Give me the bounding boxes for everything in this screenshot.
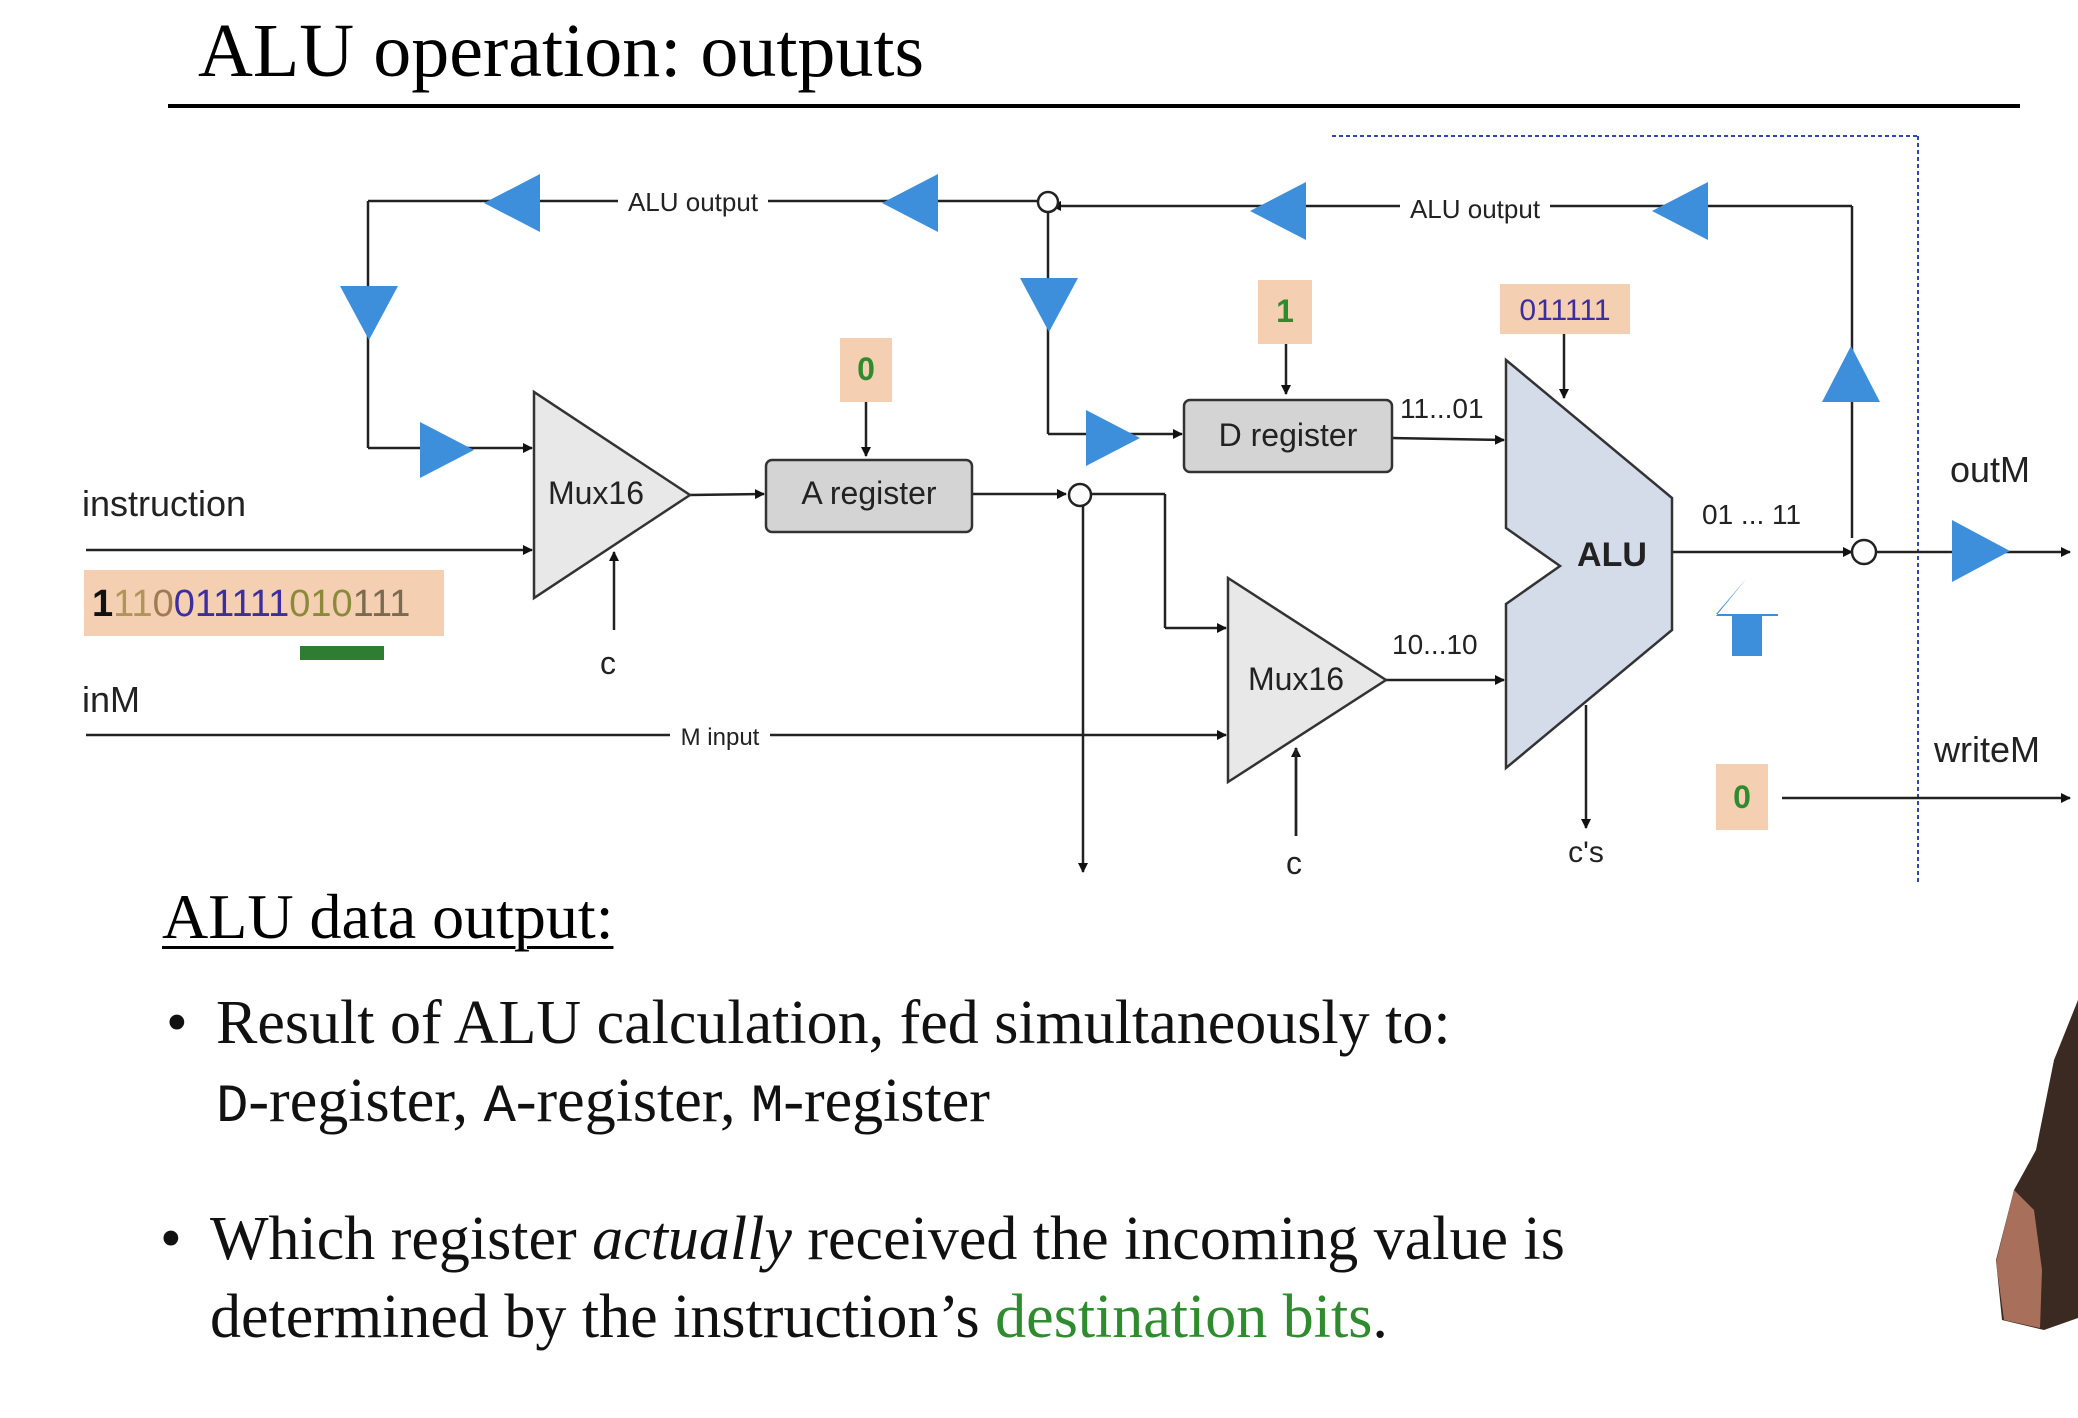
write-m-box: 0	[1716, 764, 1768, 830]
bullet-2-line-1: Which register actually received the inc…	[210, 1205, 1565, 1273]
title-rule	[168, 104, 2020, 108]
instruction-label: instruction	[82, 483, 246, 524]
flow-arrow-down-b	[1020, 278, 1078, 332]
alu-input-wires	[861, 334, 1591, 836]
flow-arrow-right-a	[420, 422, 474, 478]
flow-arrow-down-a	[340, 286, 398, 340]
a-register-label: A register	[801, 475, 937, 511]
flow-arrow-right-b	[1086, 410, 1140, 466]
flow-arrow-up-alu	[1716, 578, 1778, 656]
destination-bits-underline	[300, 646, 384, 660]
writeM-label: writeM	[1933, 729, 2040, 770]
destination-bits-text: destination bits	[995, 1283, 1373, 1351]
svg-text:ALU output: ALU output	[628, 187, 759, 217]
bullet-2: • Which register actually received the i…	[160, 1200, 1565, 1356]
a-bit: 0	[153, 583, 174, 625]
write-m-value: 0	[1733, 779, 1751, 815]
flow-arrow-up-out	[1822, 346, 1880, 402]
flow-arrow-left-b	[882, 174, 938, 232]
flow-arrow-right-out	[1952, 520, 2010, 582]
mux2-label: Mux16	[1248, 661, 1344, 697]
bullet-1-line-1: Result of ALU calculation, fed simultane…	[216, 989, 1451, 1057]
flow-arrows	[340, 174, 2010, 656]
inM-label: inM	[82, 679, 140, 720]
c-label-1: c	[600, 645, 616, 681]
alu-control-value: 011111	[1519, 294, 1610, 327]
bullet-1-line-2: D-register, A-register, M-register	[216, 1067, 990, 1138]
svg-text:1110011111010111: 1110011111010111	[92, 583, 410, 625]
outM-label: outM	[1950, 449, 2030, 490]
alu-label: ALU	[1577, 536, 1647, 574]
d-load-value: 1	[1276, 293, 1294, 329]
mux16-input: Mux16	[532, 389, 693, 601]
d-register: D register	[1182, 398, 1394, 474]
comp-bits: 011111	[174, 583, 290, 625]
a-register-wires	[689, 489, 1227, 873]
junction-a	[1067, 482, 1093, 508]
unused-bits: 11	[113, 583, 152, 625]
bullet-dot: •	[166, 989, 188, 1057]
wire-labels: instruction inM outM writeM c c c's 11..…	[82, 393, 2040, 881]
flow-arrow-left-a	[484, 174, 540, 232]
opcode-bit: 1	[92, 583, 113, 625]
alu-output-label-left: ALU output	[618, 186, 768, 217]
a-load-box: 0	[840, 338, 892, 402]
c-label-2: c	[1286, 845, 1302, 881]
junction-top	[1036, 190, 1060, 214]
slide-title: ALU operation: outputs	[198, 9, 925, 93]
jump-bits: 111	[353, 583, 411, 625]
d-load-box: 1	[1258, 280, 1312, 344]
a-load-value: 0	[857, 351, 875, 387]
bullet-1: • Result of ALU calculation, fed simulta…	[166, 984, 1451, 1147]
bus-alu-out-label: 01 ... 11	[1702, 499, 1801, 530]
presenter-silhouette	[1996, 1000, 2078, 1330]
mux1-label: Mux16	[548, 475, 644, 511]
mux16-alu: Mux16	[1226, 575, 1389, 785]
a-register: A register	[764, 458, 974, 534]
dest-bits: 010	[289, 583, 352, 625]
svg-text:ALU output: ALU output	[1410, 194, 1541, 224]
alu-control-box: 011111	[1500, 284, 1630, 334]
m-input-label: M input	[670, 722, 770, 751]
bus-d-alu-label: 11...01	[1400, 393, 1484, 424]
flow-arrow-left-d	[1652, 182, 1708, 240]
flow-arrow-left-c	[1250, 182, 1306, 240]
cpu-diagram: Mux16 Mux16 A register D register ALU 0 …	[82, 135, 2071, 884]
cs-label: c's	[1568, 836, 1604, 869]
bullet-dot: •	[160, 1205, 182, 1273]
svg-text:M input: M input	[681, 724, 760, 751]
d-register-label: D register	[1219, 417, 1358, 453]
bullet-2-line-2: determined by the instruction’s destinat…	[210, 1283, 1388, 1351]
alu: ALU	[1504, 357, 1674, 771]
junction-out	[1850, 538, 1878, 566]
section-heading: ALU data output:	[162, 881, 614, 952]
instruction-bits: 1110011111010111	[84, 570, 444, 660]
bus-mux-alu-label: 10...10	[1392, 629, 1478, 660]
alu-output-label-right: ALU output	[1400, 194, 1550, 224]
cpu-boundary	[1332, 135, 1919, 884]
